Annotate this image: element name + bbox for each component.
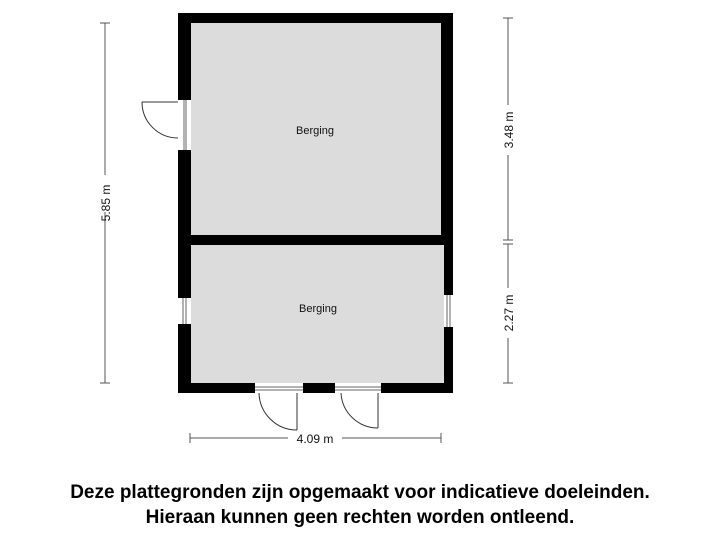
room-lower-floor [191,245,444,383]
room-upper-floor [191,23,441,235]
dimension-label-total-width: 4.09 m [297,432,334,446]
left-window [178,298,191,324]
floor-plan: Berging Berging 5.85 m 3.48 m 2.27 m 4.0… [99,13,516,446]
bottom-door-2-swing [340,392,379,429]
dimension-line-total-height [100,22,110,384]
dimension-line-lower-height [503,243,513,384]
bottom-door-2-opening [335,383,381,393]
disclaimer-line-2: Hieraan kunnen geen rechten worden ontle… [145,507,575,528]
left-door-swing [141,101,179,139]
bottom-door-1-opening [255,383,303,393]
bottom-door-1-swing [258,392,298,431]
right-window [444,295,453,327]
dimension-label-lower-height: 2.27 m [502,295,516,332]
disclaimer-line-1: Deze plattegronden zijn opgemaakt voor i… [70,482,650,503]
dimension-label-total-height: 5.85 m [99,185,113,222]
dimension-line-total-width [189,433,442,443]
room-label-upper: Berging [296,125,334,137]
room-label-lower: Berging [299,303,337,315]
dimension-line-upper-height [503,17,513,241]
dimension-label-upper-height: 3.48 m [502,112,516,149]
